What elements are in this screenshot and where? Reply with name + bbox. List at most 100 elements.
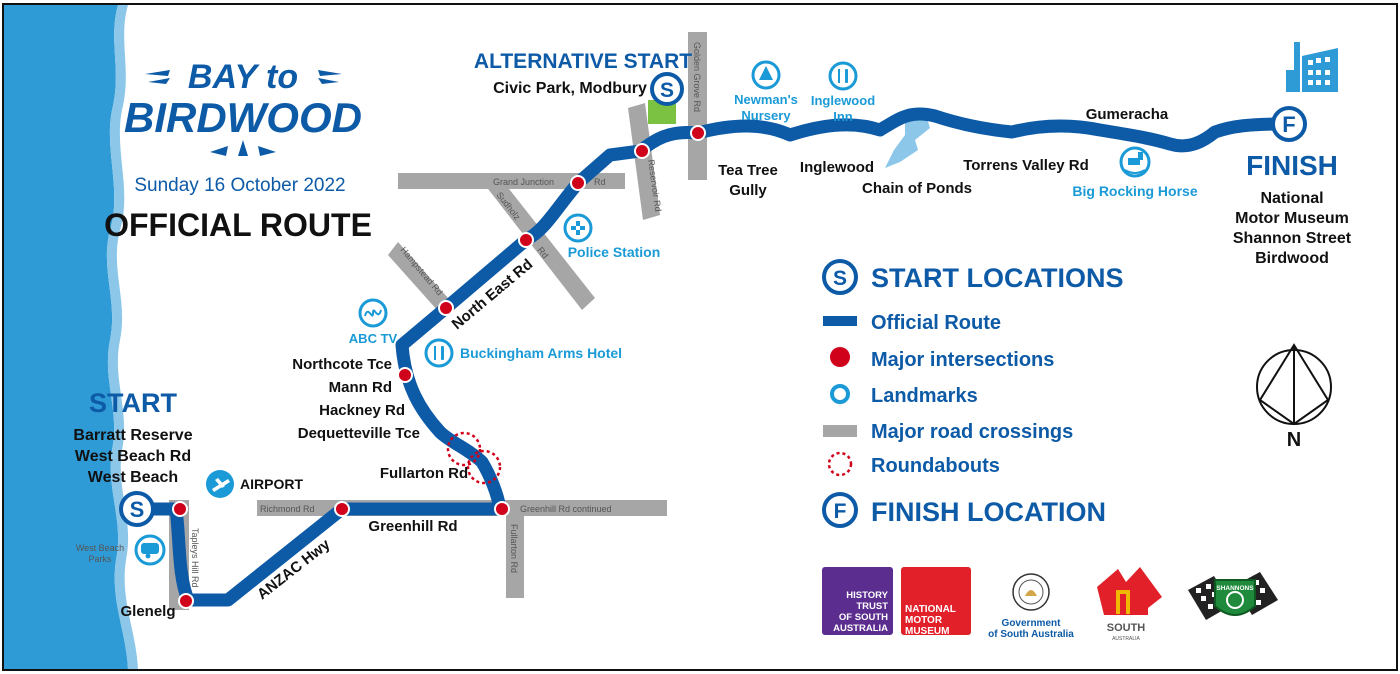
hampstead-rd <box>388 242 448 311</box>
svg-text:S: S <box>660 79 674 102</box>
intersection-golden-grove <box>690 125 706 141</box>
legend-crossing-swatch <box>823 425 857 437</box>
finish-heading: FINISH <box>1246 150 1338 181</box>
intersection-tapleys <box>172 501 188 517</box>
intersection-glenelg <box>178 593 194 609</box>
label-grand-junction: Grand Junction <box>493 177 554 187</box>
landmark-inglewood-inn-1: Inglewood <box>811 93 875 108</box>
intersection-greenhill <box>494 501 510 517</box>
label-fullarton-vertical: Fullarton Rd <box>509 524 519 573</box>
legend-route-swatch <box>823 316 857 326</box>
river <box>885 112 930 168</box>
svg-text:HISTORY: HISTORY <box>846 590 888 601</box>
intersections <box>172 125 706 609</box>
landmark-inglewood-inn-2: Inn <box>833 109 853 124</box>
police-icon <box>563 213 593 243</box>
landmark-west-beach-2: Parks <box>88 554 112 564</box>
label-inglewood: Inglewood <box>800 159 874 176</box>
label-dequetteville-tce: Dequetteville Tce <box>298 425 420 442</box>
official-route <box>135 107 1292 607</box>
svg-text:S: S <box>130 497 145 522</box>
title-line1: BAY to <box>188 58 298 96</box>
intersection-reservoir <box>634 143 650 159</box>
title-block: BAY to BIRDWOOD Sunday 16 October 2022 O… <box>104 58 372 243</box>
label-tea-tree-2: Gully <box>729 182 767 199</box>
airport-icon <box>206 470 234 498</box>
logo-government-sa: Government of South Australia <box>988 573 1074 640</box>
landmark-newmans-1: Newman's <box>734 92 798 107</box>
svg-text:F: F <box>834 500 847 523</box>
sea <box>4 5 128 669</box>
roundabout-2 <box>466 449 502 485</box>
legend-intersections: Major intersections <box>871 349 1054 371</box>
fullarton-rd-south <box>506 508 524 598</box>
start-line-1: Barratt Reserve <box>73 427 192 444</box>
legend-landmarks: Landmarks <box>871 385 978 407</box>
start-line-3: West Beach <box>88 469 178 486</box>
label-mann-rd: Mann Rd <box>329 379 392 396</box>
shoreline <box>106 5 138 669</box>
legend-start-icon: S <box>822 259 858 295</box>
svg-text:S: S <box>833 267 847 290</box>
official-route-heading: OFFICIAL ROUTE <box>104 207 372 243</box>
logo-history-trust: HISTORY TRUST OF SOUTH AUSTRALIA <box>822 567 893 635</box>
legend-roundabout-swatch <box>827 451 853 477</box>
intersection-northcote <box>397 367 413 383</box>
label-hackney-rd: Hackney Rd <box>319 402 405 419</box>
finish-line-1: National <box>1260 190 1323 207</box>
label-gumeracha: Gumeracha <box>1086 106 1169 123</box>
north-label: N <box>1287 429 1301 451</box>
landmark-rocking-horse: Big Rocking Horse <box>1072 183 1197 199</box>
svg-text:TRUST: TRUST <box>856 601 888 612</box>
label-glenelg: Glenelg <box>120 603 175 620</box>
landmark-police: Police Station <box>568 244 661 260</box>
logo-national-motor-museum: NATIONAL MOTOR MUSEUM <box>901 567 971 637</box>
legend-finish: FINISH LOCATION <box>871 497 1106 527</box>
svg-text:AUSTRALIA: AUSTRALIA <box>833 623 888 634</box>
svg-text:NATIONAL: NATIONAL <box>905 604 956 615</box>
label-northcote-tce: Northcote Tce <box>292 356 392 373</box>
intersection-grand-junction <box>570 175 586 191</box>
title-swirl-right-icon <box>318 70 342 84</box>
landmark-abc-tv: ABC TV <box>349 331 398 346</box>
finish-line-4: Birdwood <box>1255 250 1329 267</box>
label-torrens-valley-rd: Torrens Valley Rd <box>963 157 1089 174</box>
roundabouts <box>446 431 502 485</box>
rocking-horse-icon <box>1119 146 1151 178</box>
legend-crossings: Major road crossings <box>871 421 1073 443</box>
alt-start-marker: S <box>650 72 684 106</box>
legend-intersection-swatch <box>830 347 850 367</box>
restaurant-icon <box>424 338 454 368</box>
caravan-icon <box>134 534 166 566</box>
landmark-buckingham: Buckingham Arms Hotel <box>460 345 622 361</box>
legend-landmark-swatch <box>830 384 850 404</box>
label-golden-grove-rd: Golden Grove Rd <box>692 42 702 112</box>
museum-building-icon <box>1286 42 1338 92</box>
title-swirl-left-icon <box>145 70 170 84</box>
reservoir-rd <box>628 103 660 220</box>
intersection-richmond <box>334 501 350 517</box>
svg-text:F: F <box>1282 112 1295 137</box>
golden-grove-rd <box>688 32 707 180</box>
label-tea-tree-1: Tea Tree <box>718 162 778 179</box>
logo-south-australia: SOUTH AUSTRALIA <box>1097 567 1162 642</box>
label-chain-of-ponds: Chain of Ponds <box>862 180 972 197</box>
inn-icon <box>828 61 858 91</box>
title-leaves-icon <box>210 140 276 156</box>
svg-text:OF SOUTH: OF SOUTH <box>839 612 888 623</box>
finish-marker: F <box>1271 106 1307 142</box>
event-date: Sunday 16 October 2022 <box>134 175 345 196</box>
svg-text:MOTOR: MOTOR <box>905 615 943 626</box>
abc-tv-icon <box>358 298 388 328</box>
nursery-icon <box>751 60 781 90</box>
intersection-hampstead <box>438 300 454 316</box>
legend-start: START LOCATIONS <box>871 263 1123 293</box>
svg-text:SOUTH: SOUTH <box>1107 622 1146 634</box>
intersection-sudholz <box>518 232 534 248</box>
title-line2: BIRDWOOD <box>124 94 362 141</box>
svg-text:SHANNONS: SHANNONS <box>1216 585 1254 592</box>
sudholz-rd <box>485 175 595 310</box>
legend-route: Official Route <box>871 312 1001 334</box>
alt-start-heading: ALTERNATIVE START <box>474 50 692 73</box>
